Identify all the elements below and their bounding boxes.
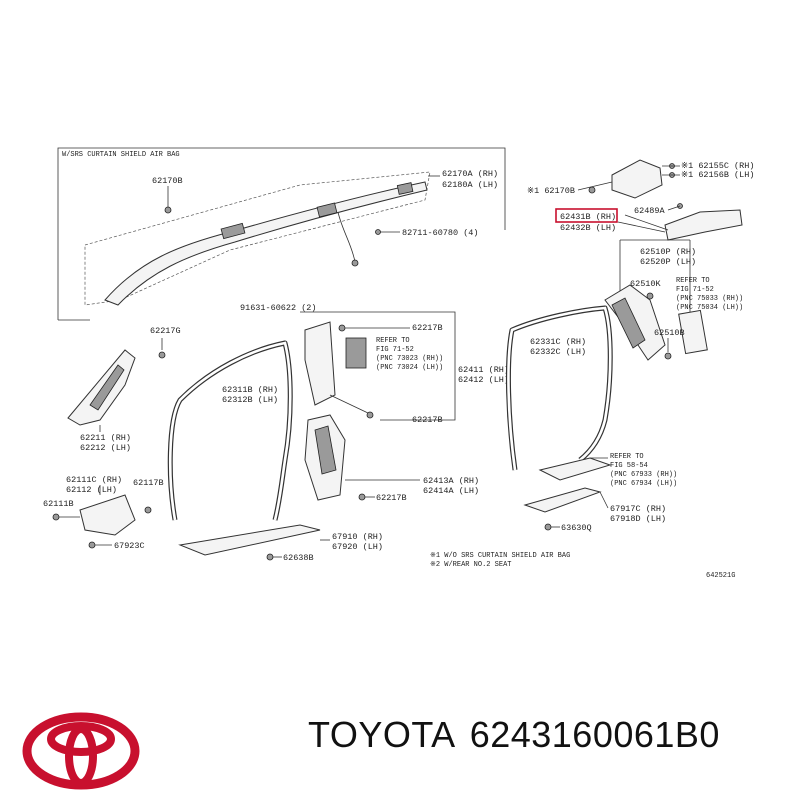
front-door-weatherstrip bbox=[167, 340, 293, 521]
label-63630q: 63630Q bbox=[561, 523, 592, 533]
label-67910: 67910 (RH) bbox=[332, 532, 383, 542]
b-pillar-upper-garnish bbox=[300, 311, 456, 421]
label-62170b-left: 62170B bbox=[152, 176, 183, 186]
label-62432b: 62432B (LH) bbox=[560, 223, 616, 233]
toyota-logo-icon bbox=[22, 712, 140, 790]
label-67917c: 67917C (RH) bbox=[610, 504, 666, 514]
section-title: W/SRS CURTAIN SHIELD AIR BAG bbox=[62, 151, 180, 159]
figure-code: 642521G bbox=[706, 572, 735, 580]
label-62414a: 62414A (LH) bbox=[423, 486, 479, 496]
label-62331c: 62331C (RH) bbox=[530, 337, 586, 347]
label-62311b: 62311B (RH) bbox=[222, 385, 278, 395]
label-82711: 82711-60780 (4) bbox=[402, 228, 479, 238]
ref-71-52-a-line1: REFER TO bbox=[376, 337, 410, 345]
rear-scuff-plate bbox=[523, 457, 612, 531]
label-62155c: ※1 62155C (RH) bbox=[681, 161, 754, 171]
ref-58-54-line3: (PNC 67933 (RH)) bbox=[610, 471, 677, 479]
roof-side-garnish bbox=[617, 203, 743, 241]
b-pillar-lower-garnish bbox=[304, 414, 420, 501]
highlight-62431b bbox=[555, 208, 618, 223]
ref-58-54-line2: FIG 58-54 bbox=[610, 462, 648, 470]
label-62489a: 62489A bbox=[634, 206, 666, 216]
label-62217b-b: 62217B bbox=[412, 415, 443, 425]
ref-71-52-b-line4: (PNC 75034 (LH)) bbox=[676, 304, 743, 312]
brand-name: TOYOTA bbox=[308, 714, 456, 755]
label-67918d: 67918D (LH) bbox=[610, 514, 666, 524]
label-62112: 62112 (LH) bbox=[66, 485, 117, 495]
ref-71-52-b-line2: FIG 71-52 bbox=[676, 286, 714, 294]
label-62170a: 62170A (RH) bbox=[442, 169, 498, 179]
ref-58-54-line1: REFER TO bbox=[610, 453, 644, 461]
curtain-airbag-assembly bbox=[84, 171, 431, 306]
brand-part-number: TOYOTA 6243160061B0 bbox=[308, 714, 734, 756]
cowl-side-trim bbox=[52, 485, 152, 549]
label-91631: 91631-60622 (2) bbox=[240, 303, 317, 313]
label-62520p: 62520P (LH) bbox=[640, 257, 696, 267]
ref-71-52-b-line3: (PNC 75033 (RH)) bbox=[676, 295, 743, 303]
a-pillar-garnish bbox=[67, 338, 166, 432]
label-62111b: 62111B bbox=[43, 499, 74, 509]
label-62638b: 62638B bbox=[283, 553, 314, 563]
label-62180a: 62180A (LH) bbox=[442, 180, 498, 190]
label-62412: 62412 (LH) bbox=[458, 375, 509, 385]
label-62211: 62211 (RH) bbox=[80, 433, 131, 443]
ref-71-52-b-line1: REFER TO bbox=[676, 277, 710, 285]
label-62217g: 62217G bbox=[150, 326, 181, 336]
front-scuff-plate bbox=[178, 524, 330, 561]
ref-71-52-a-line4: (PNC 73024 (LH)) bbox=[376, 364, 443, 372]
label-62156b: ※1 62156B (LH) bbox=[681, 170, 754, 180]
ref-58-54-line4: (PNC 67934 (LH)) bbox=[610, 480, 677, 488]
label-62510b: 62510B bbox=[654, 328, 685, 338]
label-62510p: 62510P (RH) bbox=[640, 247, 696, 257]
label-62413a: 62413A (RH) bbox=[423, 476, 479, 486]
footnote-1: ※1 W/O SRS CURTAIN SHIELD AIR BAG bbox=[430, 552, 570, 560]
ref-71-52-a-line2: FIG 71-52 bbox=[376, 346, 414, 354]
label-62411: 62411 (RH) bbox=[458, 365, 509, 375]
label-62212: 62212 (LH) bbox=[80, 443, 131, 453]
label-62431b: 62431B (RH) bbox=[560, 212, 616, 222]
airbag-section-frame bbox=[57, 147, 506, 321]
label-67923c: 67923C bbox=[114, 541, 145, 551]
label-62332c: 62332C (LH) bbox=[530, 347, 586, 357]
roof-pointers bbox=[164, 175, 440, 235]
label-62312b: 62312B (LH) bbox=[222, 395, 278, 405]
ref-71-52-a-line3: (PNC 73023 (RH)) bbox=[376, 355, 443, 363]
assist-grip-bracket bbox=[577, 159, 680, 199]
label-62170b-right: ※1 62170B bbox=[527, 186, 575, 196]
c-pillar-garnish bbox=[604, 239, 708, 361]
footnote-2: ※2 W/REAR NO.2 SEAT bbox=[430, 561, 511, 569]
label-62117b: 62117B bbox=[133, 478, 164, 488]
label-67920: 67920 (LH) bbox=[332, 542, 383, 552]
label-62217b-a: 62217B bbox=[412, 323, 443, 333]
label-62111c: 62111C (RH) bbox=[66, 475, 122, 485]
label-62510k: 62510K bbox=[630, 279, 662, 289]
part-number: 6243160061B0 bbox=[469, 714, 720, 755]
label-62217b-c: 62217B bbox=[376, 493, 407, 503]
